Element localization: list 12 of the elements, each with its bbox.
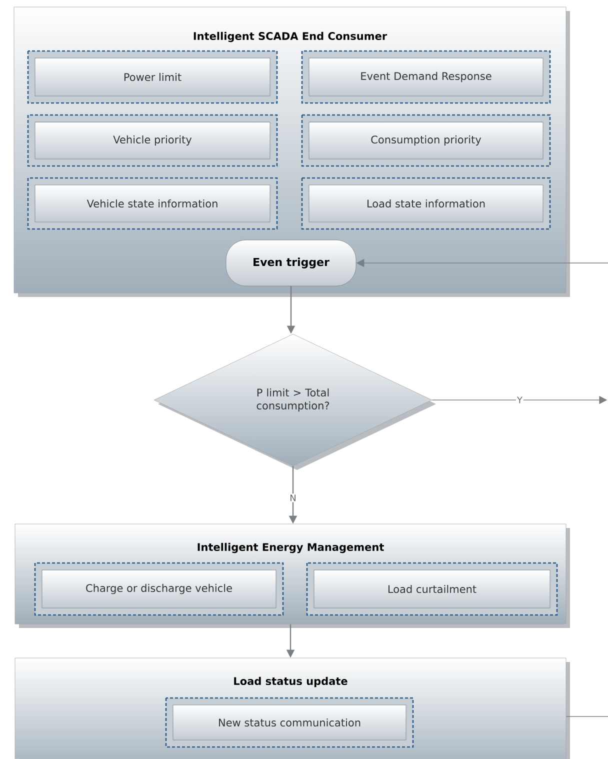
process-box: Vehicle state information [34,184,270,222]
edge-label: N [290,494,296,502]
process-box: New status communication [172,704,406,740]
event-pill: Even trigger [226,240,356,286]
process-box: Load state information [308,184,544,222]
process-box: Load curtailment [314,570,550,608]
process-box: Charge or discharge vehicle [42,570,276,608]
process-box: Event Demand Response [308,58,544,96]
edge-label: Y [516,396,522,404]
process-box: Vehicle priority [34,122,270,160]
process-box: Consumption priority [308,122,544,160]
process-box: Power limit [34,58,270,96]
